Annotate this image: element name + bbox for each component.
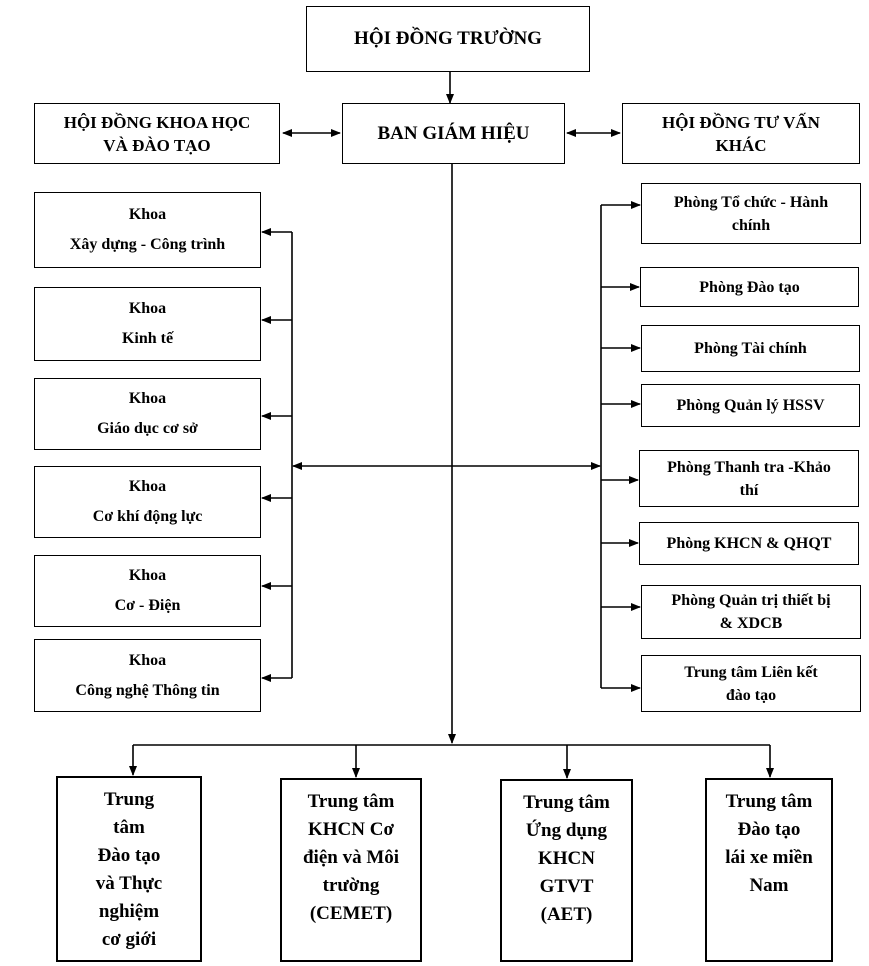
node-phong-dao-tao: Phòng Đào tạo xyxy=(640,267,859,307)
node-tt-lai-xe: Trung tâm Đào tạo lái xe miền Nam xyxy=(705,778,833,962)
node-hoi-dong-tu-van: HỘI ĐỒNG TƯ VẤN KHÁC xyxy=(622,103,860,164)
node-phong-khcn: Phòng KHCN & QHQT xyxy=(639,522,859,565)
node-khoa-xay-dung: Khoa Xây dựng - Công trình xyxy=(34,192,261,268)
node-tt-aet: Trung tâm Ứng dụng KHCN GTVT (AET) xyxy=(500,779,633,962)
node-hoi-dong-khoa-hoc: HỘI ĐỒNG KHOA HỌC VÀ ĐÀO TẠO xyxy=(34,103,280,164)
node-tt-lien-ket: Trung tâm Liên kết đào tạo xyxy=(641,655,861,712)
node-hoi-dong-truong: HỘI ĐỒNG TRƯỜNG xyxy=(306,6,590,72)
node-tt-cemet: Trung tâm KHCN Cơ điện và Môi trường (CE… xyxy=(280,778,422,962)
node-khoa-co-khi: Khoa Cơ khí động lực xyxy=(34,466,261,538)
node-phong-quan-ly-hssv: Phòng Quản lý HSSV xyxy=(641,384,860,427)
node-phong-tai-chinh: Phòng Tài chính xyxy=(641,325,860,372)
node-phong-quan-tri: Phòng Quản trị thiết bị & XDCB xyxy=(641,585,861,639)
node-phong-thanh-tra: Phòng Thanh tra -Khảo thí xyxy=(639,450,859,507)
node-phong-to-chuc: Phòng Tổ chức - Hành chính xyxy=(641,183,861,244)
node-tt-co-gioi: Trung tâm Đào tạo và Thực nghiệm cơ giới xyxy=(56,776,202,962)
node-khoa-cntt: Khoa Công nghệ Thông tin xyxy=(34,639,261,712)
node-khoa-kinh-te: Khoa Kinh tế xyxy=(34,287,261,361)
node-khoa-co-dien: Khoa Cơ - Điện xyxy=(34,555,261,627)
node-khoa-giao-duc: Khoa Giáo dục cơ sở xyxy=(34,378,261,450)
node-ban-giam-hieu: BAN GIÁM HIỆU xyxy=(342,103,565,164)
